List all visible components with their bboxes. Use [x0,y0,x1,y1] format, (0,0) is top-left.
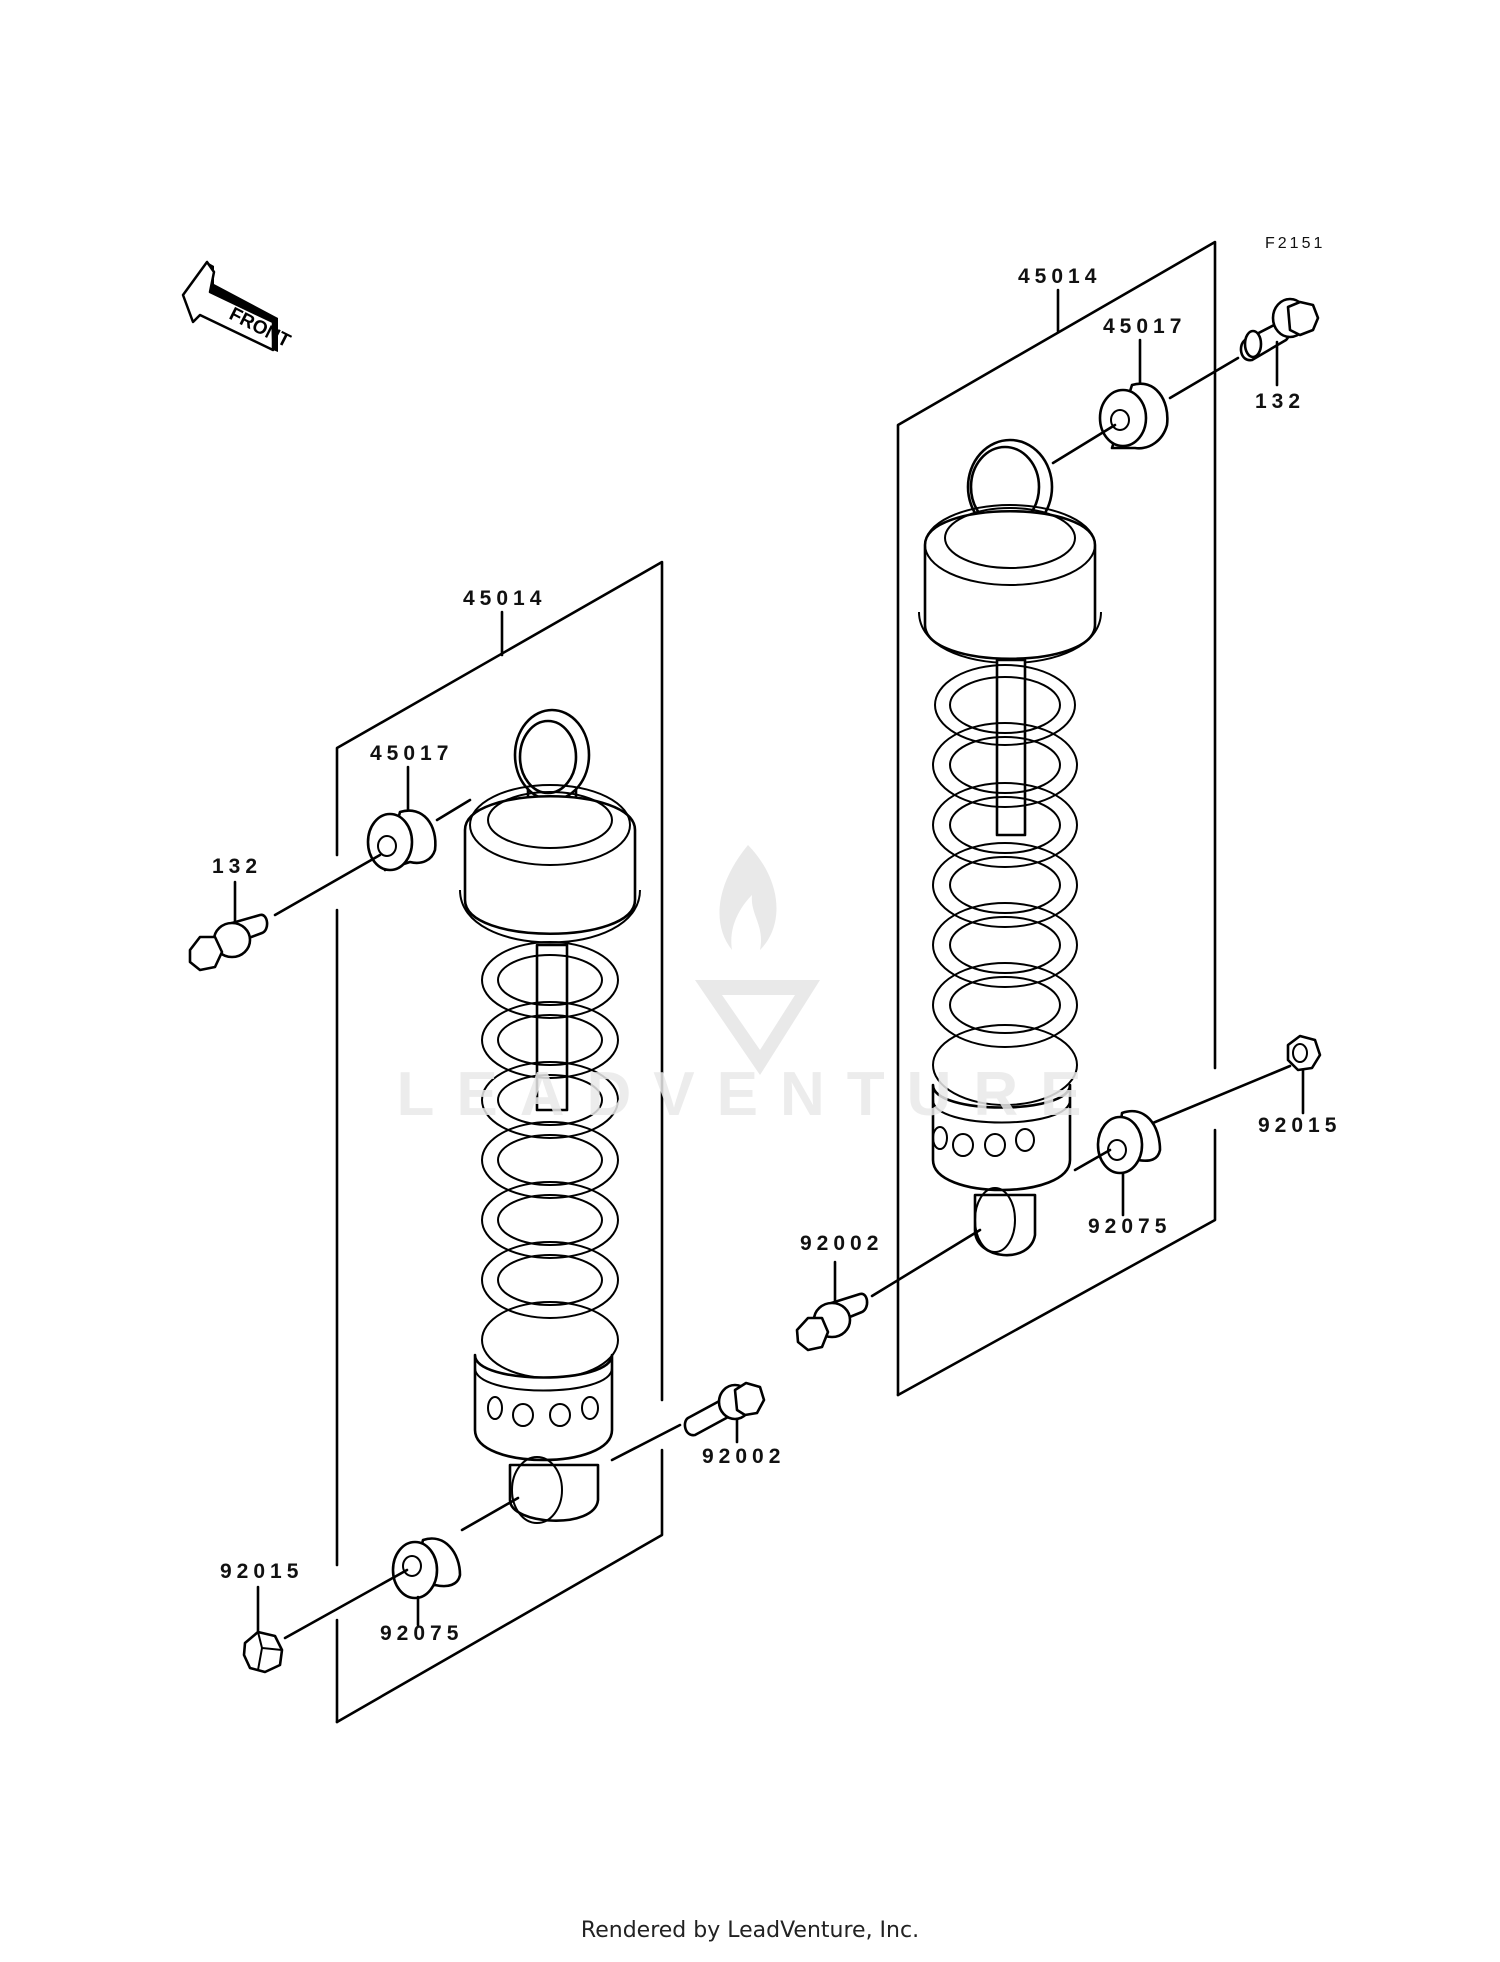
right-lower-bushing-label[interactable]: 92075 [1088,1215,1171,1238]
right-upper-bushing[interactable] [1098,382,1169,450]
left-lower-nut-label[interactable]: 92015 [220,1560,303,1583]
left-lower-nut[interactable] [242,1630,284,1674]
watermark-logo [695,845,820,1075]
left-lower-bolt-label[interactable]: 92002 [702,1445,785,1468]
watermark-text: LEADVENTURE [396,1060,1103,1129]
left-upper-bolt[interactable] [188,913,269,972]
right-spring [932,658,1078,1106]
right-lower-nut[interactable] [1286,1034,1322,1072]
left-shock-absorber[interactable] [459,708,641,1524]
right-lower-nut-label[interactable]: 92015 [1258,1114,1341,1137]
left-shock-label[interactable]: 45014 [463,587,546,610]
front-arrow-icon: FRONT [181,260,294,352]
right-lower-bolt-label[interactable]: 92002 [800,1232,883,1255]
left-lower-bolt[interactable] [683,1381,766,1437]
left-spring [481,941,619,1379]
left-upper-bushing[interactable] [366,809,437,872]
footer-credit: Rendered by LeadVenture, Inc. [580,1918,920,1943]
right-bracket-frame [896,240,1217,1397]
left-assembly: 45014 [188,560,785,1724]
left-bracket-frame [335,560,664,1402]
right-upper-bolt[interactable] [1239,297,1320,362]
right-lower-bushing[interactable] [1096,1110,1162,1175]
right-assembly: 45014 [795,240,1341,1397]
diagram-code: F2151 [1265,235,1325,252]
left-lower-bushing-label[interactable]: 92075 [380,1622,463,1645]
left-upper-bolt-label[interactable]: 132 [212,855,262,878]
right-upper-bushing-label[interactable]: 45017 [1103,315,1186,338]
right-shock-absorber[interactable] [918,438,1102,1257]
right-lower-bolt[interactable] [795,1292,869,1352]
left-upper-bushing-label[interactable]: 45017 [370,742,453,765]
right-upper-bolt-label[interactable]: 132 [1255,390,1305,413]
right-shock-label[interactable]: 45014 [1018,265,1101,288]
left-lower-bushing[interactable] [391,1537,462,1600]
